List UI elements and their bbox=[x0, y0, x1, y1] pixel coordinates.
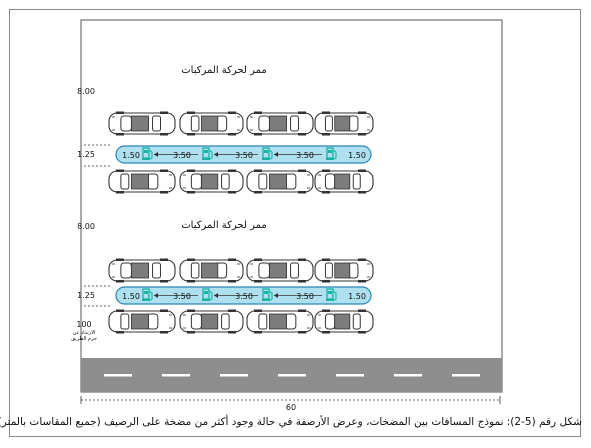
lane-dash bbox=[394, 374, 422, 377]
figure-frame bbox=[9, 9, 581, 437]
car bbox=[108, 258, 176, 283]
lane-dash bbox=[278, 374, 306, 377]
fuel-pump-icon bbox=[202, 147, 213, 160]
segment-length-label: 1.50 bbox=[348, 151, 366, 160]
segment-length-label: 3.50 bbox=[296, 292, 314, 301]
lane-dash bbox=[220, 374, 248, 377]
car bbox=[246, 169, 314, 194]
segment-length-label: 3.50 bbox=[235, 292, 253, 301]
fuel-pump-icon bbox=[262, 288, 273, 301]
car bbox=[314, 111, 374, 136]
car bbox=[108, 111, 176, 136]
fuel-pump-icon bbox=[142, 147, 153, 160]
segment-length-label: 1.50 bbox=[348, 292, 366, 301]
segment-length-label: 3.50 bbox=[173, 151, 191, 160]
car bbox=[246, 111, 314, 136]
total-width-label: 60 bbox=[286, 403, 296, 412]
dimension-ticks bbox=[84, 144, 112, 307]
car bbox=[179, 169, 244, 194]
car bbox=[179, 111, 244, 136]
aisle-width-top: 8.00 bbox=[77, 87, 95, 96]
setback-value: 100 bbox=[76, 320, 91, 329]
lane-dash bbox=[162, 374, 190, 377]
road-lane-markings bbox=[104, 374, 480, 377]
lane-dash bbox=[336, 374, 364, 377]
site-boundary bbox=[80, 19, 503, 393]
aisle-width-middle: 8.00 bbox=[77, 222, 95, 231]
fuel-pump-icon bbox=[142, 288, 153, 301]
lane-dash bbox=[104, 374, 132, 377]
setback-note-line1: الارتداد عن bbox=[73, 330, 96, 336]
segment-length-label: 3.50 bbox=[173, 292, 191, 301]
pump-island: 1.50 3.50 3.50 3.50 1.50 bbox=[115, 286, 372, 305]
figure-caption: شكل رقم (5-2): نموذج المسافات بين المضخا… bbox=[0, 416, 582, 428]
segment-length-label: 3.50 bbox=[296, 151, 314, 160]
island-width-bottom: 1.25 bbox=[77, 291, 95, 300]
car bbox=[314, 309, 374, 334]
segment-length-label: 1.50 bbox=[122, 151, 140, 160]
segment-length-label: 1.50 bbox=[122, 292, 140, 301]
aisle-label-middle: ممر لحركة المركبات bbox=[181, 220, 267, 231]
setback-note-line2: حرم الطريق bbox=[71, 336, 97, 342]
car bbox=[314, 258, 374, 283]
fuel-pump-icon bbox=[326, 288, 337, 301]
car bbox=[246, 258, 314, 283]
car bbox=[108, 309, 176, 334]
fuel-pump-icon bbox=[202, 288, 213, 301]
car bbox=[246, 309, 314, 334]
pump-island: 1.50 3.50 3.50 3.50 1.50 bbox=[115, 145, 372, 164]
car bbox=[179, 258, 244, 283]
car bbox=[179, 309, 244, 334]
fuel-pump-icon bbox=[262, 147, 273, 160]
island-width-top: 1.25 bbox=[77, 150, 95, 159]
fuel-pump-icon bbox=[326, 147, 337, 160]
lane-dash bbox=[452, 374, 480, 377]
aisle-label-top: ممر لحركة المركبات bbox=[181, 65, 267, 76]
car bbox=[314, 169, 374, 194]
car bbox=[108, 169, 176, 194]
segment-length-label: 3.50 bbox=[235, 151, 253, 160]
